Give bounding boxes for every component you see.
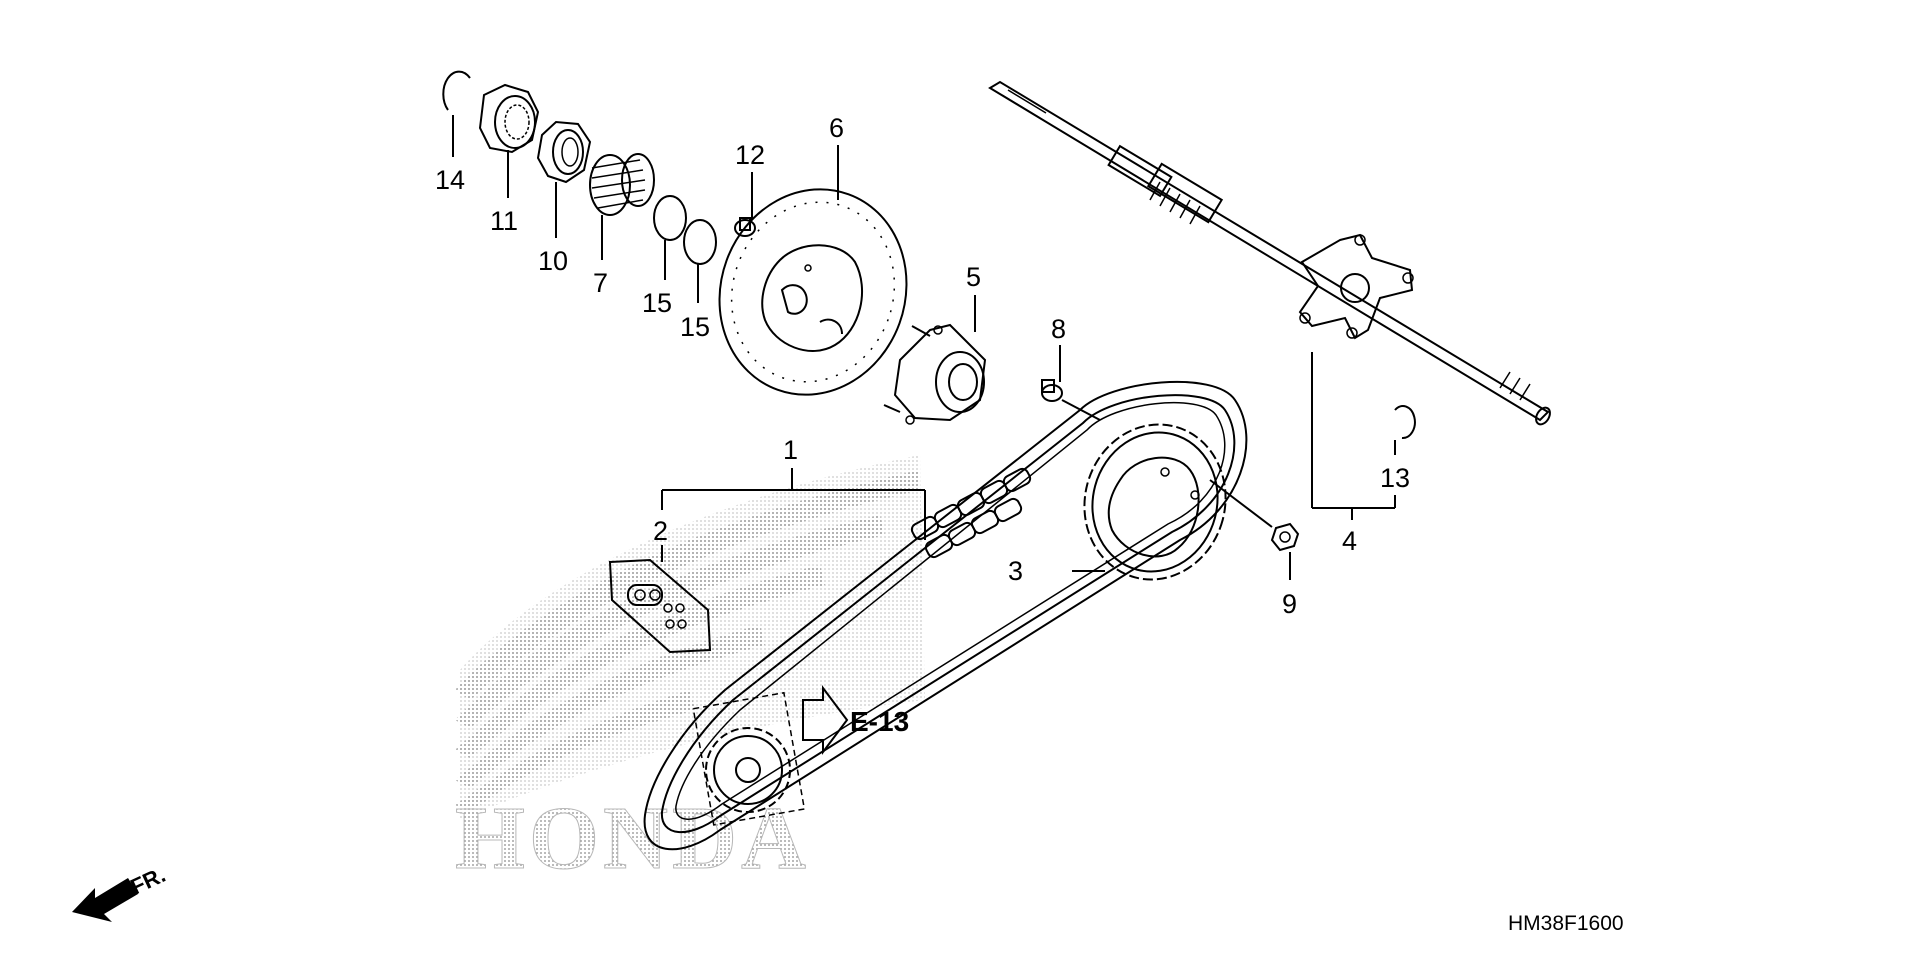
o-ring-15-b [683,219,717,265]
rear-hub [883,323,987,425]
drive-chain [643,380,1248,851]
callout-4: 4 [1342,526,1357,556]
callout-3: 3 [1008,556,1023,586]
callout-14: 14 [435,165,465,195]
front-direction-arrow-icon [72,878,138,922]
driven-sprocket [1083,423,1227,581]
callout-7: 7 [593,268,608,298]
callout-1: 1 [783,435,798,465]
brake-disc [718,188,908,396]
callout-numbers: 1 2 3 4 5 6 7 8 9 10 11 12 13 14 15 15 [435,113,1410,619]
honda-wing-watermark [455,455,925,820]
bearing-holder-7 [589,153,655,216]
callout-2: 2 [653,516,668,546]
snap-ring-14 [442,70,471,111]
snap-ring-13 [1394,405,1416,440]
bolt-12 [734,217,756,237]
callout-10: 10 [538,246,568,276]
callout-9: 9 [1282,589,1297,619]
chain-links-detail [910,467,1032,559]
leader-lines [452,115,1396,580]
lock-nut-11 [478,83,540,154]
callout-8: 8 [1051,314,1066,344]
callout-5: 5 [966,262,981,292]
callout-11: 11 [490,206,518,236]
master-link-kit [608,558,712,654]
honda-watermark-text: HONDA [455,789,810,888]
flange-nut-9 [1270,522,1300,552]
callout-15-a: 15 [642,288,672,318]
callout-6: 6 [829,113,844,143]
o-ring-15-a [653,195,687,241]
callout-15-b: 15 [680,312,710,342]
callout-12: 12 [735,140,765,170]
drawing-code: HM38F1600 [1508,912,1624,935]
callout-13: 13 [1380,463,1410,493]
drive-sprocket [692,691,806,826]
nut-10 [536,120,592,184]
reference-label: E-13 [850,706,909,737]
reference-arrow [802,685,849,755]
rear-axle [988,80,1551,426]
bolt-8 [1041,379,1063,402]
